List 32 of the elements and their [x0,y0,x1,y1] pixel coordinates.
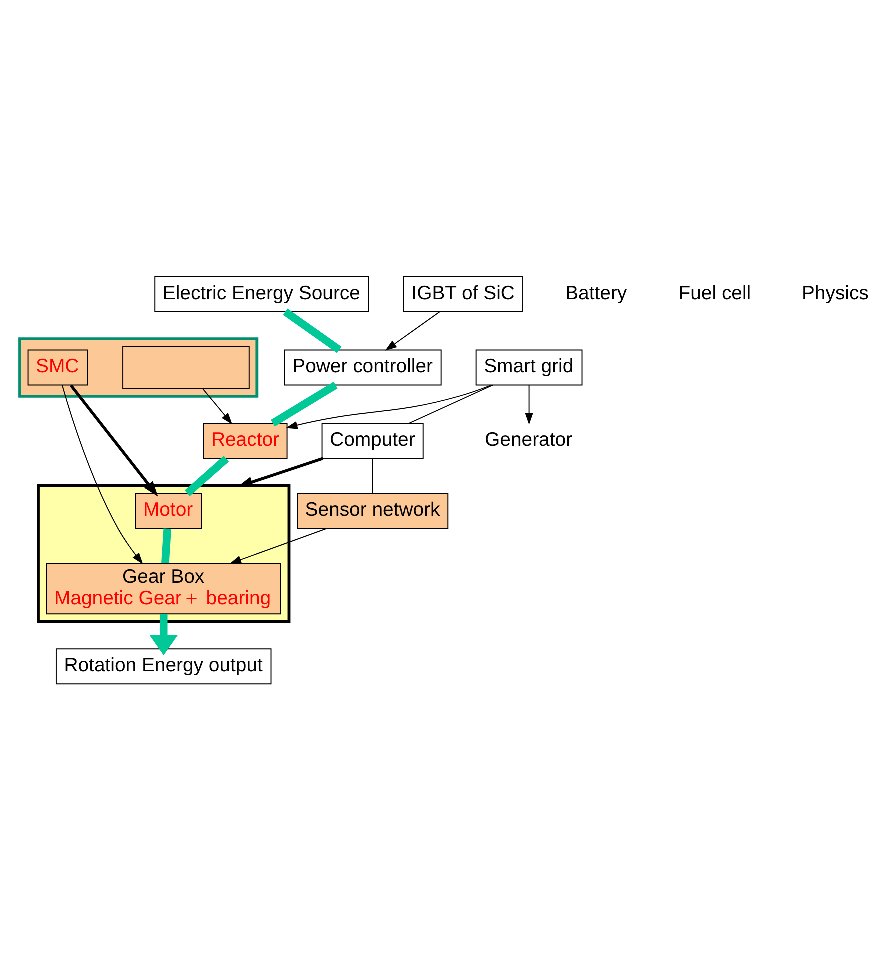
connector [408,384,494,424]
arrow [237,457,324,488]
node-box [122,346,250,390]
node-box: IGBT of SiC [403,276,523,312]
cluster [37,484,291,624]
node-box: Power controller [284,350,442,386]
node-box: Computer [322,423,424,460]
node-box: Motor [135,493,202,530]
label: Fuel cell [678,282,752,304]
arrow [202,388,233,425]
arrow [62,384,144,565]
arrow [525,384,534,425]
connector [271,382,338,427]
label: Physics [802,282,869,304]
cluster [18,338,259,398]
node-box: Rotation Energy output [56,648,272,685]
connector [283,308,342,354]
arrow [150,614,178,656]
node-box: Sensor network [297,493,449,530]
node-text: Generator [485,429,573,451]
label: Battery [566,282,628,304]
connector [162,528,172,564]
node-box: SMC [28,350,88,386]
node-box: Smart grid [476,350,583,386]
arrow [286,384,492,430]
arrow [230,528,328,564]
arrow [70,384,158,497]
connector [372,458,374,494]
arrow [385,311,440,351]
node-box: Gear Box Magnetic Gear＋ bearing [46,563,282,615]
node-box: Electric Energy Source [154,276,370,312]
node-box: Reactor [203,423,288,460]
